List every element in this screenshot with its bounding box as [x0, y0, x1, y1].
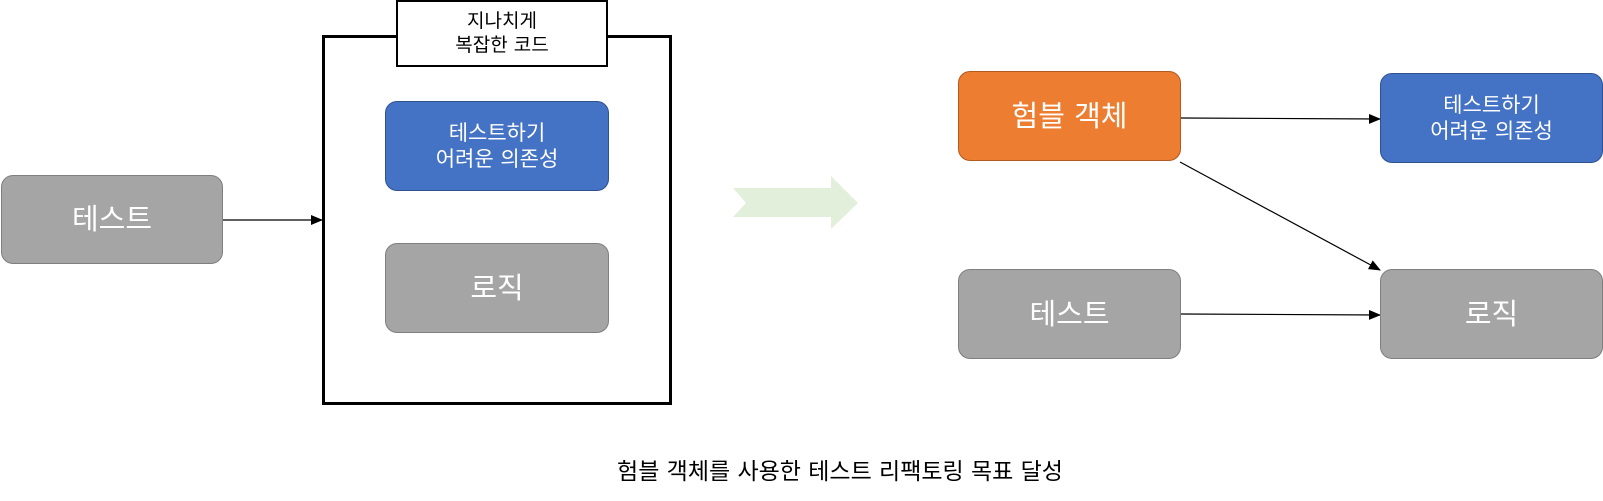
complex-code-label-line2: 복잡한 코드 [455, 33, 549, 56]
after-test-box: 테스트 [958, 269, 1181, 359]
arrow-test-to-logic [1179, 309, 1381, 320]
complex-code-frame [322, 35, 672, 405]
diagram-caption: 험블 객체를 사용한 테스트 리팩토링 목표 달성 [617, 459, 1063, 485]
before-logic-label: 로직 [470, 270, 524, 305]
humble-object-box: 험블 객체 [958, 71, 1181, 161]
after-dependency-box: 테스트하기 어려운 의존성 [1380, 73, 1603, 163]
transform-arrow [733, 176, 858, 229]
after-dependency-line1: 테스트하기 [1443, 92, 1540, 117]
after-dependency-line2: 어려운 의존성 [1430, 119, 1553, 143]
before-dependency-box: 테스트하기 어려운 의존성 [385, 101, 609, 191]
before-logic-box: 로직 [385, 243, 609, 333]
after-test-label: 테스트 [1029, 296, 1110, 331]
complex-code-label-line1: 지나치게 [467, 9, 537, 32]
humble-object-label: 험블 객체 [1011, 98, 1128, 133]
before-dependency-line1: 테스트하기 [448, 120, 546, 145]
after-logic-box: 로직 [1380, 269, 1603, 359]
before-dependency-line2: 어려운 의존성 [435, 147, 559, 171]
arrow-humble-to-logic [1179, 161, 1381, 271]
before-test-box: 테스트 [1, 175, 223, 264]
after-logic-label: 로직 [1464, 296, 1519, 331]
before-test-label: 테스트 [71, 202, 153, 237]
complex-code-label: 지나치게 복잡한 코드 [396, 0, 608, 67]
arrow-humble-to-dependency [1179, 113, 1381, 124]
